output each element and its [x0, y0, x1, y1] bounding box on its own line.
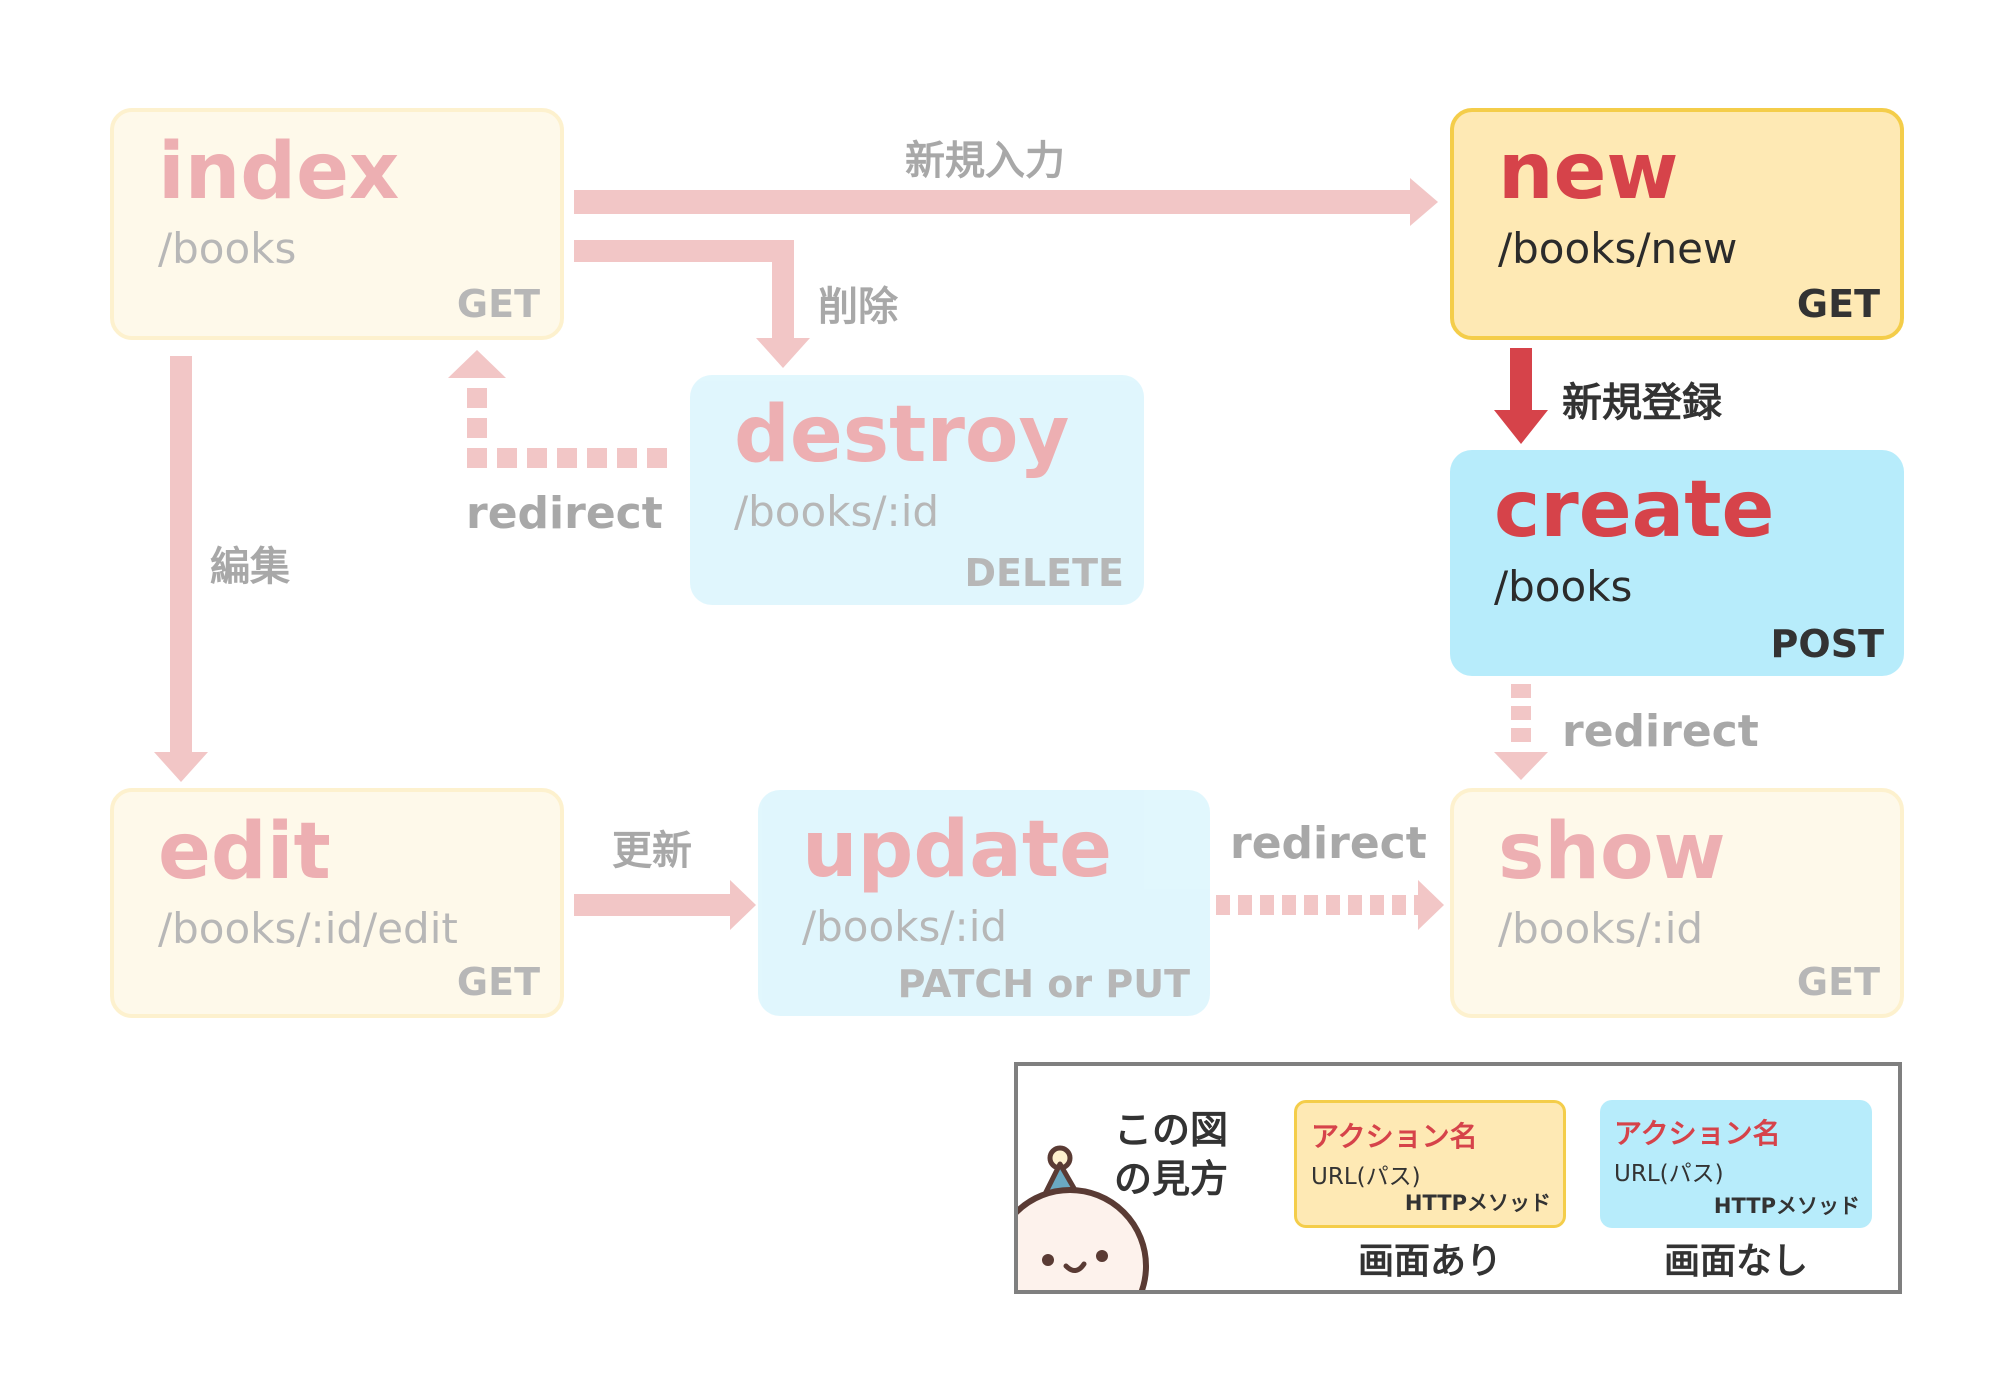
action-url: /books/:id [734, 487, 940, 536]
legend-action-name: アクション名 [1614, 1117, 1781, 1150]
label-redirect-create: redirect [1562, 706, 1759, 757]
mascot-icon [1018, 1145, 1149, 1290]
action-name: index [158, 127, 400, 217]
legend-action-name: アクション名 [1311, 1120, 1478, 1153]
arrow-index-to-edit [154, 356, 208, 782]
action-url: /books [1494, 562, 1633, 611]
action-method: GET [1796, 282, 1880, 326]
arrow-destroy-to-index [448, 350, 667, 468]
arrow-update-to-show [1216, 880, 1444, 930]
legend-title: この図の見方 [1114, 1108, 1229, 1202]
action-method: GET [456, 960, 540, 1004]
action-method: GET [456, 282, 540, 326]
action-show: show /books/:id GET [1450, 788, 1904, 1018]
action-edit: edit /books/:id/edit GET [110, 788, 564, 1018]
arrow-create-to-show [1494, 684, 1548, 780]
action-new: new /books/new GET [1450, 108, 1904, 340]
action-name: edit [158, 807, 331, 897]
legend-url: URL(パス) [1614, 1161, 1724, 1187]
action-url: /books/:id [802, 902, 1008, 951]
legend-without-page-caption: 画面なし [1663, 1241, 1808, 1282]
action-name: destroy [734, 390, 1070, 480]
action-url: /books/:id [1498, 904, 1704, 953]
legend-url: URL(パス) [1311, 1164, 1421, 1190]
legend-method: HTTPメソッド [1713, 1194, 1860, 1218]
action-name: update [802, 805, 1113, 895]
legend-with-page-caption: 画面あり [1357, 1241, 1502, 1282]
action-method: DELETE [964, 551, 1124, 595]
label-new-input: 新規入力 [905, 138, 1065, 184]
arrow-new-to-create [1494, 348, 1548, 444]
action-create: create /books POST [1450, 450, 1904, 676]
legend-with-page-box: アクション名 URL(パス) HTTPメソッド [1294, 1100, 1566, 1228]
label-register: 新規登録 [1562, 380, 1722, 426]
arrow-index-to-new [574, 178, 1438, 226]
action-index: index /books GET [110, 108, 564, 340]
action-update: update /books/:id PATCH or PUT [758, 790, 1210, 1016]
legend-method: HTTPメソッド [1404, 1191, 1551, 1215]
label-redirect-destroy: redirect [466, 488, 663, 539]
action-method: PATCH or PUT [897, 962, 1190, 1006]
arrow-index-to-destroy [574, 240, 810, 368]
action-url: /books [158, 224, 297, 273]
action-destroy: destroy /books/:id DELETE [690, 375, 1144, 605]
action-name: show [1498, 807, 1726, 897]
arrow-edit-to-update [574, 880, 756, 930]
legend-without-page-box: アクション名 URL(パス) HTTPメソッド [1600, 1100, 1872, 1228]
legend: この図の見方 アクション名 URL(パス) HTTPメソッド 画面あり アクショ… [1014, 1062, 1902, 1294]
action-method: POST [1770, 622, 1884, 666]
action-method: GET [1796, 960, 1880, 1004]
label-redirect-update: redirect [1230, 818, 1427, 869]
action-name: new [1498, 127, 1679, 217]
action-name: create [1494, 465, 1775, 555]
action-url: /books/:id/edit [158, 904, 458, 953]
label-delete: 削除 [818, 284, 898, 330]
label-edit: 編集 [210, 544, 290, 590]
label-update: 更新 [612, 828, 692, 874]
action-url: /books/new [1498, 224, 1738, 273]
